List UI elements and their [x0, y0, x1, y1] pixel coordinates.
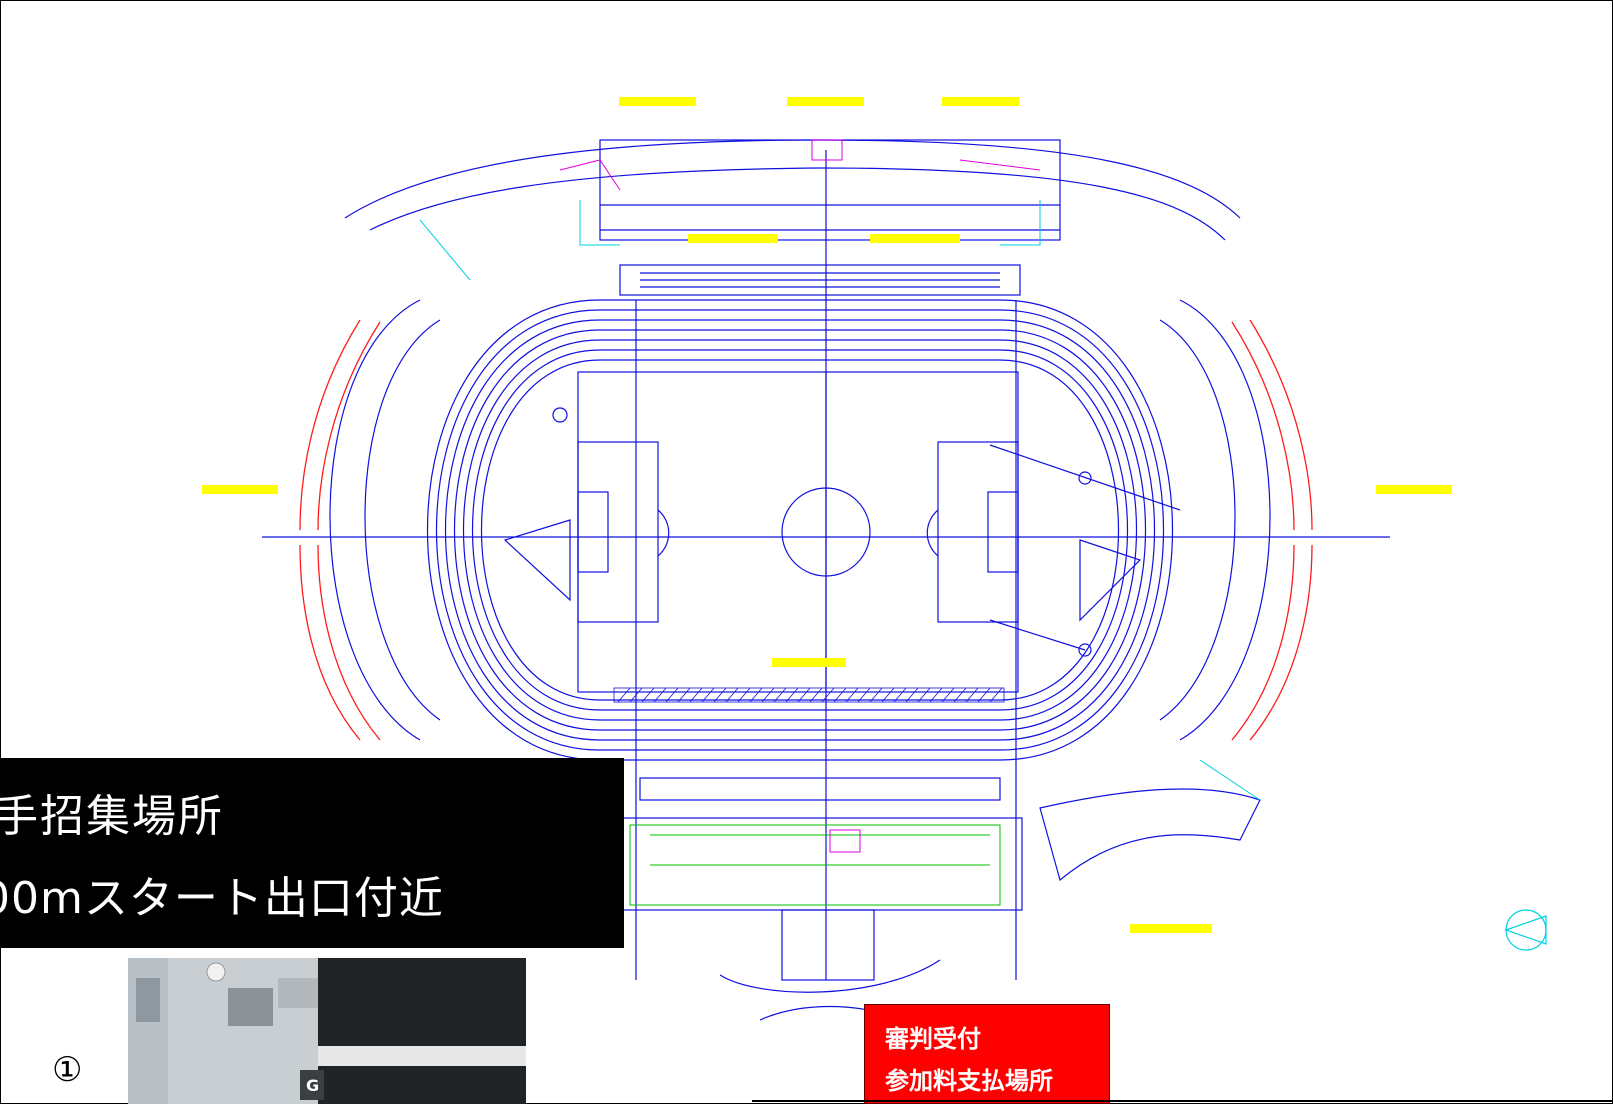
photo-marker: ①	[52, 1050, 83, 1090]
track-outer-lane	[427, 299, 1173, 761]
photo-sign-letter: G	[306, 1076, 319, 1095]
bottom-rule	[752, 1100, 1612, 1102]
east-penalty-area	[937, 441, 1019, 623]
track-inner-lane	[480, 359, 1120, 701]
referee-desk-callout: 審判受付 参加料支払場所	[864, 1004, 1110, 1104]
plan-label-boxes	[202, 97, 1452, 933]
assembly-point-location: 00mスタート出口付近	[0, 873, 444, 924]
east-stand-upper	[1249, 319, 1313, 531]
assembly-point-callout: 手招集場所 00mスタート出口付近	[0, 758, 624, 948]
fee-payment-label: 参加料支払場所	[885, 1067, 1053, 1095]
west-stand-upper	[299, 319, 361, 531]
north-arrow-icon	[1504, 909, 1547, 951]
football-pitch	[577, 371, 1019, 693]
assembly-point-title: 手招集場所	[0, 791, 224, 842]
main-building	[621, 817, 1023, 911]
referee-desk-title: 審判受付	[885, 1025, 981, 1053]
west-outer-arc	[329, 299, 421, 741]
west-penalty-area	[577, 441, 659, 623]
north-stand-outer-arc	[344, 139, 1241, 219]
east-outer-arc	[1179, 299, 1271, 741]
main-stand-block	[619, 264, 1021, 296]
entrance-photo: G	[128, 958, 526, 1104]
